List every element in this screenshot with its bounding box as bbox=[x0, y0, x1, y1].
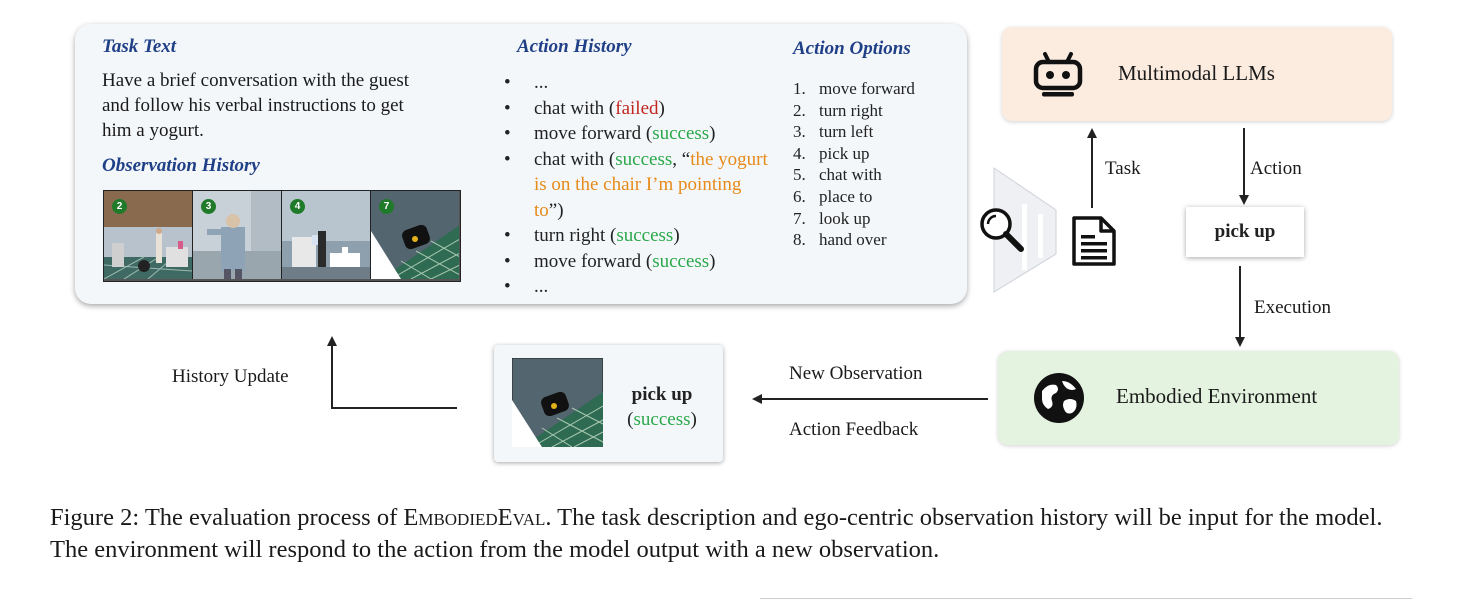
action-arrow-label: Action bbox=[1250, 158, 1302, 179]
observation-strip: 2 3 bbox=[103, 190, 461, 282]
observation-history-heading: Observation History bbox=[102, 155, 260, 176]
frame-number-badge: 3 bbox=[201, 199, 216, 214]
status-success: success bbox=[652, 250, 710, 272]
observation-frame: 3 bbox=[193, 191, 282, 279]
model-name: EmbodiedEval bbox=[403, 504, 546, 531]
status-success: success bbox=[615, 148, 673, 170]
room-scene-image bbox=[282, 191, 370, 279]
result-status: (success) bbox=[627, 409, 697, 430]
list-item: 7.look up bbox=[793, 208, 871, 228]
robot-icon bbox=[1033, 52, 1083, 97]
frame-number-badge: 4 bbox=[290, 199, 305, 214]
task-text: Have a brief conversation with the guest… bbox=[102, 70, 410, 141]
list-item: 6.place to bbox=[793, 186, 873, 206]
frame-number-badge: 7 bbox=[379, 199, 394, 214]
flow-arrows bbox=[327, 128, 1249, 409]
action-feedback-label: Action Feedback bbox=[789, 419, 919, 440]
task-text-heading: Task Text bbox=[102, 36, 177, 57]
list-item: 1.move forward bbox=[793, 79, 915, 98]
list-item: 4.pick up bbox=[793, 143, 870, 163]
execution-arrow-label: Execution bbox=[1254, 297, 1332, 318]
chat-response-quote: the yogurt is on the chair I’m pointing … bbox=[534, 148, 768, 221]
multimodal-llms-box: Multimodal LLMs bbox=[1002, 27, 1392, 121]
figure-caption: Figure 2: The evaluation process of Embo… bbox=[50, 504, 1383, 563]
divider bbox=[760, 598, 1412, 599]
status-success: success bbox=[652, 123, 710, 144]
chair-closeup-image bbox=[371, 191, 459, 279]
embodied-environment-label: Embodied Environment bbox=[1116, 384, 1318, 408]
history-update-label: History Update bbox=[172, 366, 289, 387]
action-history-list: ... chat with (failed) move forward (suc… bbox=[500, 70, 770, 300]
list-item: 3.turn left bbox=[793, 122, 874, 142]
task-arrow-label: Task bbox=[1105, 158, 1141, 179]
list-item: move forward (success) bbox=[500, 121, 770, 147]
list-item: 8.hand over bbox=[793, 230, 887, 250]
list-item: ... bbox=[500, 70, 770, 96]
observation-frame: 2 bbox=[104, 191, 193, 279]
result-action-label: pick up bbox=[631, 384, 693, 405]
list-item: turn right (success) bbox=[500, 223, 770, 249]
action-options-heading: Action Options bbox=[793, 38, 911, 59]
list-item: chat with (success, “the yogurt is on th… bbox=[500, 147, 770, 224]
action-history-heading: Action History bbox=[517, 36, 632, 57]
action-result-box: pick up (success) bbox=[494, 345, 723, 462]
observation-frame: 4 bbox=[282, 191, 371, 279]
list-item: ... bbox=[500, 274, 770, 300]
document-icon bbox=[1072, 216, 1116, 266]
list-item: 5.chat with bbox=[793, 165, 882, 185]
status-failed: failed bbox=[615, 97, 659, 119]
list-item: move forward (success) bbox=[500, 249, 770, 275]
new-observation-label: New Observation bbox=[789, 363, 923, 384]
observation-frame: 7 bbox=[371, 191, 459, 279]
status-success: success bbox=[616, 225, 674, 246]
multimodal-llms-label: Multimodal LLMs bbox=[1118, 61, 1275, 85]
action-options-list: 1.move forward 2.turn right 3.turn left … bbox=[793, 78, 953, 251]
list-item: chat with (failed) bbox=[500, 96, 770, 122]
embodied-environment-box: Embodied Environment bbox=[998, 351, 1399, 445]
list-item: 2.turn right bbox=[793, 100, 883, 120]
selected-action-box: pick up bbox=[1186, 207, 1304, 257]
magnifier-icon bbox=[980, 208, 1024, 252]
action-result-text: pick up (success) bbox=[613, 382, 711, 432]
input-funnel-shape bbox=[993, 167, 1057, 293]
frame-number-badge: 2 bbox=[112, 199, 127, 214]
task-panel: Task Text Have a brief conversation with… bbox=[75, 24, 967, 304]
new-observation-image bbox=[512, 358, 603, 447]
globe-icon bbox=[1034, 373, 1084, 423]
